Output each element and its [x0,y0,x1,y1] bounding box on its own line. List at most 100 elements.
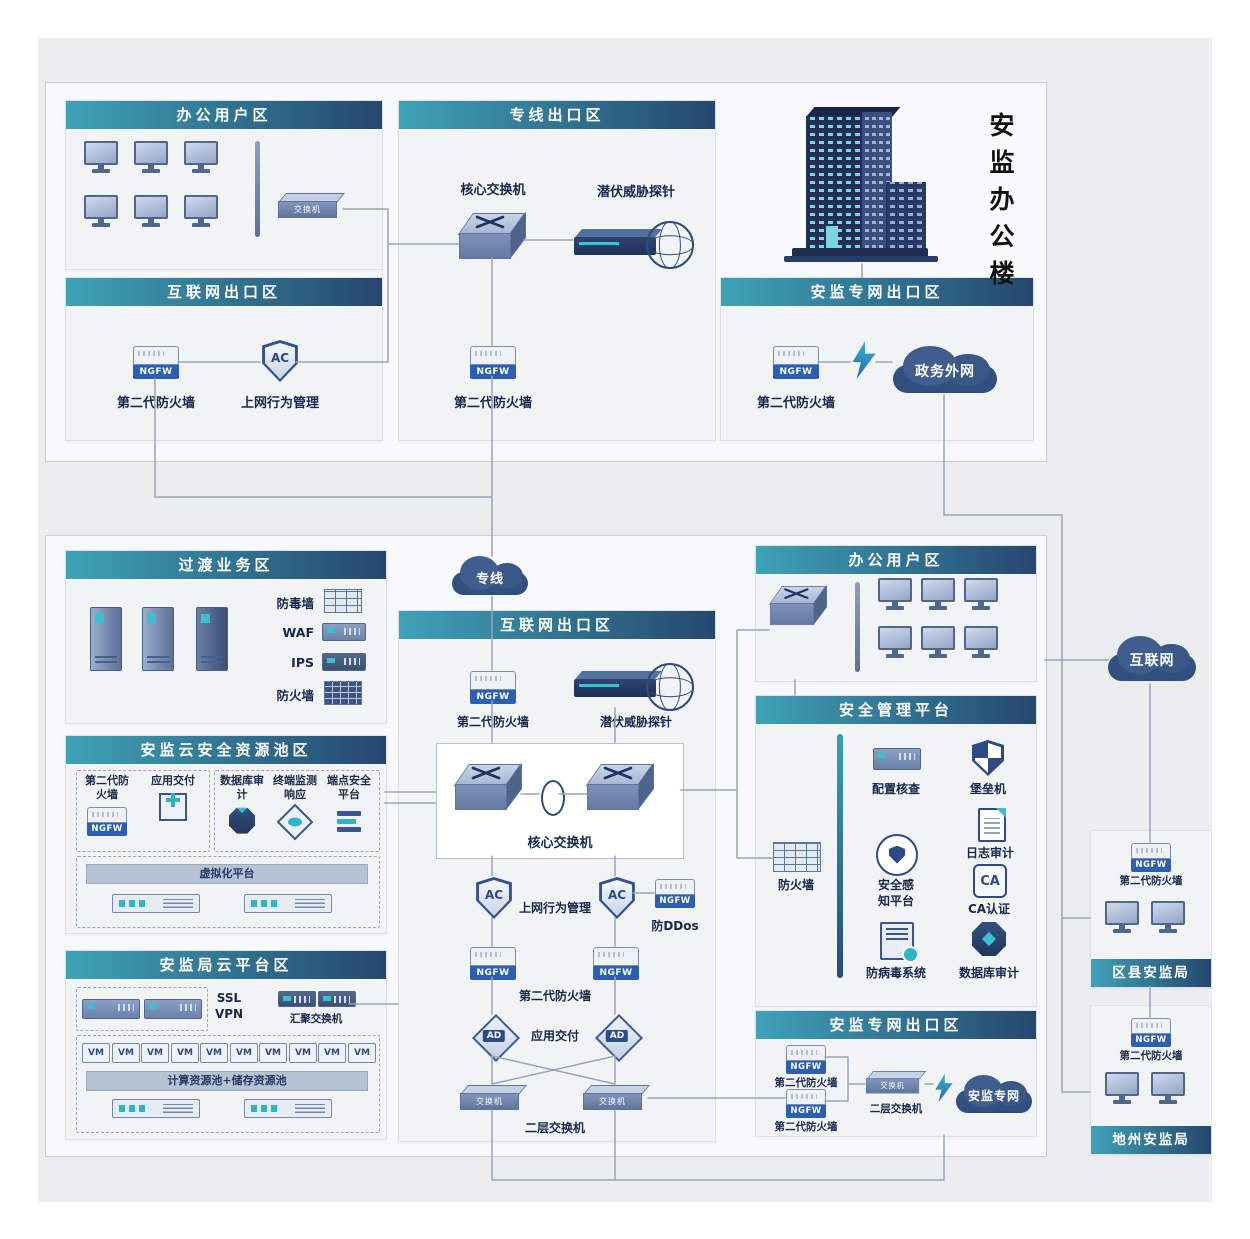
zone-bureau-cloud: 安监局云平台区 SSL VPN 汇聚交换机 VM VM VM VM VM VM … [65,950,387,1140]
app-delivery-icon [159,793,187,822]
monitor-icon [921,626,955,658]
zone-internet-exit-bottom: 互联网出口区 NGFW 第二代防火墙 潜伏威胁探针 核心交换机 AC AC 上网… [398,610,716,1142]
ac-shield-icon: AC [261,340,299,382]
zone-title: 互联网出口区 [66,278,382,306]
rack-server-icon [112,894,200,913]
zone-title: 区县安监局 [1091,959,1211,987]
security-bus-bar [837,734,843,978]
firewall-label: 第二代防火墙 [116,396,196,411]
core-switch-label: 核心交换机 [460,183,526,198]
zone-title: 安监局云平台区 [66,951,386,979]
rack-server-icon [244,894,332,913]
monitor-icon [878,626,912,658]
monitor-icon [964,578,998,610]
firewall-label: 防火墙 [777,878,815,892]
vm-box: VM [318,1043,346,1063]
pool-item-appdelivery: 应用交付 [148,774,198,826]
threat-probe-icon [574,221,694,269]
monitor-icon [1105,1072,1139,1104]
lightning-icon [852,341,876,379]
bus-bar [855,582,860,672]
dedicated-line-cloud: 专线 [452,556,528,598]
internet-cloud: 互联网 [1108,636,1196,684]
app-delivery-label: 应用交付 [530,1029,580,1043]
config-check-label: 配置核查 [871,782,921,796]
virtual-platform-bar: 虚拟化平台 [86,864,368,884]
ring-connector-icon [541,780,565,816]
probe-label: 潜伏威胁探针 [596,185,676,200]
ac-shield-icon: AC [598,877,636,919]
switch-3d-icon [768,584,827,626]
firewall-ngfw-icon: NGFW [470,671,516,704]
l2-switch-label: 二层交换机 [869,1103,923,1115]
ddos-label: 防DDos [651,919,699,933]
vm-box: VM [82,1043,110,1063]
firewall-label: 第二代防火墙 [774,1077,838,1089]
lightning-icon [935,1073,953,1103]
switch-3d-icon [453,762,522,810]
bastion-label: 堡垒机 [969,782,1007,796]
db-audit-gear-icon [229,807,255,834]
zone-office-bottom: 办公用户区 [755,545,1037,682]
vm-box: VM [171,1043,199,1063]
monitor-icon [964,626,998,658]
sense-shield-icon [876,834,918,876]
monitor-icon [84,195,118,227]
terminal-detect-icon [276,803,314,840]
firewall-label: 第二代防火墙 [756,396,836,411]
firewall-wall-label: 防火墙 [276,688,314,703]
firewall-ngfw-icon: NGFW [786,1089,826,1118]
vm-box: VM [289,1043,317,1063]
zone-internet-exit-top: 互联网出口区 NGFW 第二代防火墙 AC 上网行为管理 [65,277,383,441]
firewall-label: 第二代防火墙 [456,715,530,729]
zone-security-platform: 安全管理平台 配置核查 堡垒机 日志审计 防火墙 安全感知平台 CA CA认证 … [755,695,1037,1007]
pool-item-terminal: 终端监测响应 [272,774,318,841]
zone-district-bureau: NGFW 第二代防火墙 区县安监局 [1090,830,1212,988]
server-tower-icon [90,607,122,671]
zone-title: 办公用户区 [756,546,1036,574]
globe-icon [646,663,694,711]
rack-server-icon [112,1099,200,1118]
firewall-ngfw-icon: NGFW [470,947,516,980]
antivirus-label: 防病毒系统 [865,966,927,980]
behavior-label: 上网行为管理 [240,396,320,411]
private-net-cloud: 安监专网 [956,1075,1032,1115]
building-icon [782,104,940,264]
firewall-ngfw-icon: NGFW [1131,843,1171,872]
firewall-ngfw-icon: NGFW [593,947,639,980]
agg-switch-icon [318,991,356,1007]
switch-slab-icon: 交换机 [582,1085,650,1111]
firewall-label: 第二代防火墙 [518,989,592,1003]
switch-3d-icon [585,762,654,810]
agg-switch-icon [278,991,316,1007]
vm-box: VM [200,1043,228,1063]
ad-diamond-icon: AD [594,1013,644,1063]
pool-item-fw: 第二代防火墙 NGFW [85,774,129,836]
log-audit-label: 日志审计 [965,846,1015,860]
vm-box: VM [230,1043,258,1063]
log-document-icon [978,808,1006,842]
zone-office-top: 办公用户区 交换机 [65,100,383,270]
zone-title: 过渡业务区 [66,551,386,579]
building-label: 安监办公楼 [986,112,1015,297]
switch-slab-icon: 交换机 [865,1071,927,1094]
firewall-ngfw-icon: NGFW [1131,1018,1171,1047]
zone-title: 安监云安全资源池区 [66,736,386,764]
monitor-icon [134,141,168,173]
firewall-wall-icon [324,681,362,705]
probe-label: 潜伏威胁探针 [599,715,673,729]
agg-switch-label: 汇聚交换机 [289,1013,343,1025]
firewall-wall-icon [773,842,821,872]
vm-box: VM [259,1043,287,1063]
zone-title: 专线出口区 [399,101,715,129]
ca-badge-icon: CA [973,864,1007,898]
zone-prefecture-bureau: NGFW 第二代防火墙 地州安监局 [1090,1005,1212,1155]
zone-title: 互联网出口区 [399,611,715,639]
monitor-icon [134,195,168,227]
globe-icon [646,221,694,269]
behavior-label: 上网行为管理 [518,901,592,915]
monitor-icon [84,141,118,173]
monitor-icon [184,141,218,173]
zone-title: 办公用户区 [66,101,382,129]
